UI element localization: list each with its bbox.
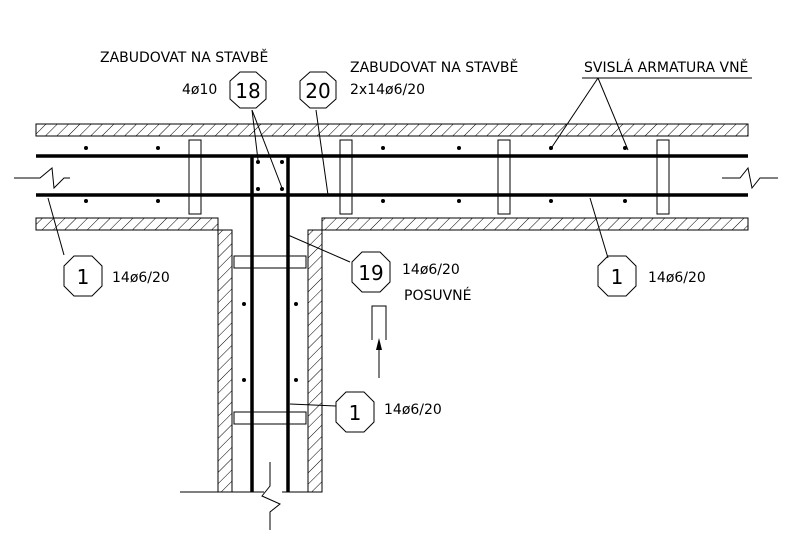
- tag-hexagon: [299, 71, 337, 109]
- break-line-left: [14, 167, 70, 190]
- tag-number: 19: [358, 261, 383, 285]
- tag-number: 20: [305, 79, 330, 103]
- main-bars: [36, 154, 748, 492]
- tag-spec: 14ø6/20: [402, 262, 460, 278]
- tag-spec: 14ø6/20: [384, 402, 442, 418]
- stirrup: [188, 139, 202, 215]
- break-line-right: [722, 166, 778, 190]
- distribution-bars: [84, 146, 627, 382]
- tag-hexagon: [597, 255, 637, 297]
- column-right-cover: [307, 229, 323, 493]
- wall-top-cover: [35, 123, 749, 137]
- wall-bottom-cover-left: [35, 217, 219, 231]
- tag-number: 1: [611, 265, 624, 289]
- note-site-left: ZABUDOVAT NA STAVBĚ: [100, 49, 268, 66]
- stirrups-column: [233, 255, 307, 425]
- tag-number: 1: [349, 401, 362, 425]
- tag-spec: 4ø10: [182, 82, 217, 98]
- tag-number: 1: [77, 265, 90, 289]
- tag-1-bottom: 1 14ø6/20: [335, 391, 442, 433]
- tag-spec: 2x14ø6/20: [350, 82, 425, 98]
- tag-1-right: 1 14ø6/20: [597, 255, 706, 297]
- leader-lines: [47, 77, 752, 407]
- tag-hexagon: [229, 71, 267, 109]
- tag-18: 18 4ø10: [182, 71, 267, 109]
- stirrup: [339, 139, 353, 215]
- tag-spec: 14ø6/20: [648, 270, 706, 286]
- stirrup: [497, 139, 511, 215]
- tag-hexagon: [335, 391, 375, 433]
- note-sliding: POSUVNÉ: [404, 287, 472, 304]
- break-lines: [14, 166, 778, 530]
- stirrups-wall: [188, 139, 670, 215]
- stirrup: [656, 139, 670, 215]
- column-left-cover: [217, 229, 233, 493]
- note-site-right: ZABUDOVAT NA STAVBĚ: [350, 59, 518, 76]
- tag-19: 19 14ø6/20: [351, 251, 460, 293]
- tag-spec: 14ø6/20: [112, 270, 170, 286]
- wall-bottom-cover-right: [321, 217, 749, 231]
- stirrup: [233, 255, 307, 269]
- tag-hexagon: [351, 251, 391, 293]
- stirrup: [233, 411, 307, 425]
- tag-hexagon: [63, 255, 103, 297]
- tag-number: 18: [235, 79, 260, 103]
- tag-20: 20 2x14ø6/20: [299, 71, 425, 109]
- wall-outline: [35, 123, 749, 493]
- break-line-bottom: [261, 462, 281, 530]
- note-outer-vertical: SVISLÁ ARMATURA VNĚ: [584, 59, 748, 76]
- tag-1-left: 1 14ø6/20: [63, 255, 170, 297]
